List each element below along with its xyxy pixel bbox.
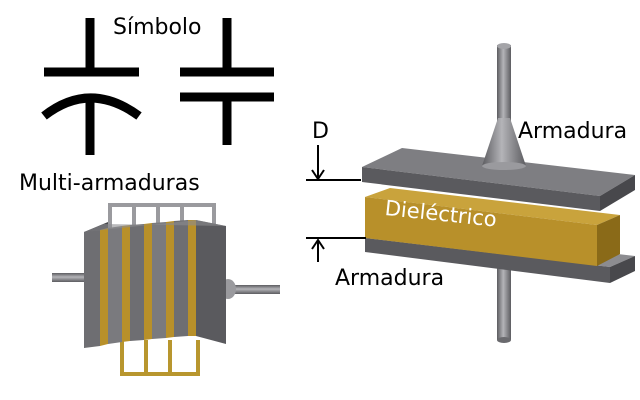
- multi-plates-label: Multi-armaduras: [19, 171, 200, 196]
- left-rod: [52, 273, 92, 282]
- parallel-plate-capacitor: [306, 43, 635, 343]
- bottom-plate-label: Armadura: [335, 266, 445, 291]
- dielectric-layer: [365, 188, 620, 266]
- top-plate: [362, 148, 635, 211]
- top-connector-cone: [482, 118, 526, 166]
- plate-stack: [84, 220, 226, 348]
- multi-plate-capacitor: [52, 203, 280, 376]
- right-rod: [218, 285, 280, 294]
- bottom-wire-comb: [120, 340, 200, 376]
- polarized-capacitor-symbol-icon: [41, 18, 142, 155]
- distance-label: D: [312, 119, 329, 144]
- distance-indicator: [306, 145, 366, 262]
- symbol-label: Símbolo: [113, 15, 202, 40]
- bottom-terminal-rod: [497, 262, 511, 340]
- top-plate-label: Armadura: [518, 119, 628, 144]
- capacitor-symbol-icon: [180, 18, 274, 145]
